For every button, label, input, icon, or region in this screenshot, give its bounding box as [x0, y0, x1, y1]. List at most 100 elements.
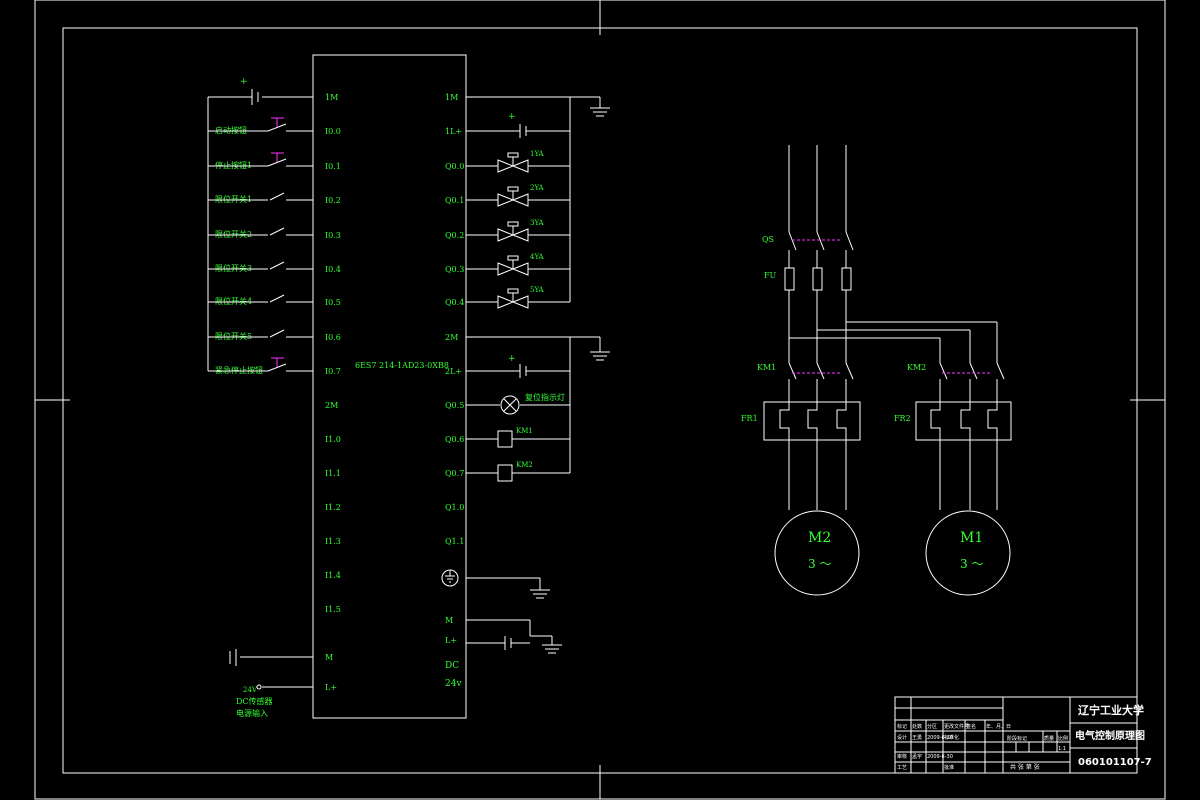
switch-blade: [269, 261, 285, 270]
input-label: 紧急停止按钮: [215, 365, 263, 375]
plc-left-terminal: I1.1: [325, 469, 341, 478]
lamp-icon: [500, 395, 520, 415]
drawing-title: 电气控制原理图: [1075, 729, 1145, 742]
input-label: 限位开关1: [215, 194, 252, 204]
solenoid-valve-icon: [497, 193, 529, 207]
input-label: 限位开关3: [215, 263, 252, 273]
plc-left-terminal: I0.1: [325, 162, 341, 171]
plc-model: 6ES7 214-1AD23-0XB8: [355, 361, 449, 370]
input-label: 停止按钮1: [215, 160, 252, 170]
output-plus-sign-2: +: [508, 354, 516, 364]
inner-frame: [62, 27, 1138, 774]
plc-left-terminal: 1M: [325, 93, 338, 102]
motor-m2-phase: 3 ～: [808, 557, 831, 571]
qs-blade: [816, 231, 825, 251]
valve-label: 4YA: [530, 253, 545, 261]
contactor-blade: [816, 362, 825, 380]
fuse-icon: [812, 267, 823, 291]
coil-icon: [497, 464, 513, 482]
solenoid-valve-icon: [497, 228, 529, 242]
plc-right-terminal: Q1.0: [445, 503, 464, 512]
contactor-blade: [939, 362, 948, 380]
heater-element: [930, 400, 941, 442]
valve-actuator: [507, 255, 519, 261]
plc-left-terminals: 1MI0.0I0.1I0.2I0.3I0.4I0.5I0.6I0.72MI1.0…: [325, 93, 341, 692]
plc-right-terminal: Q0.7: [445, 469, 464, 478]
tb-signer: 王勇: [912, 734, 922, 741]
plc-right-terminal: M: [445, 616, 453, 625]
valve-label: 5YA: [530, 286, 545, 294]
plc-right-terminal: 1L+: [445, 127, 462, 136]
valve-label: 2YA: [530, 184, 545, 192]
pushbutton-actuator: [271, 357, 284, 367]
tb-date: 2009-6-30: [927, 735, 953, 741]
fr2-label: FR2: [894, 414, 911, 423]
heater-element: [807, 400, 818, 442]
input-plus-sign: +: [240, 77, 248, 87]
dc-voltage: 24v: [445, 679, 462, 689]
contactor-blade: [845, 362, 854, 380]
valve-actuator: [507, 152, 519, 158]
tb-col-label: 更改文件号: [944, 723, 969, 730]
switch-blade: [269, 294, 285, 303]
overload-relay: [763, 401, 861, 441]
drawing-number: 060101107-7: [1078, 757, 1152, 768]
motor-m1-icon: [925, 510, 1011, 596]
input-label: 限位开关5: [215, 331, 252, 341]
plc-left-terminal: I0.5: [325, 298, 341, 307]
tb-std-label: 批准: [944, 764, 954, 771]
power-circuit: [763, 145, 1012, 596]
sensor-label-2: 电源输入: [236, 708, 268, 718]
tb-std-label: 标准化: [944, 734, 959, 741]
plc-left-terminal: I0.2: [325, 196, 341, 205]
tb-col-label: 分区: [927, 723, 937, 730]
plc-right-terminal: Q0.4: [445, 298, 464, 307]
km1-power-label: KM1: [757, 363, 776, 372]
plc-right-terminal: Q0.5: [445, 401, 464, 410]
heater-element: [779, 400, 790, 442]
plc-right-terminal: Q0.6: [445, 435, 464, 444]
weight-label: 质量: [1044, 735, 1054, 742]
valve-label: 3YA: [530, 219, 545, 227]
ratio-label: 比例: [1058, 735, 1068, 742]
qs-label: QS: [762, 235, 774, 244]
dc-label: DC: [445, 661, 459, 671]
earth-symbol: [445, 570, 455, 583]
plc-left-terminal: I1.2: [325, 503, 341, 512]
school-name: 辽宁工业大学: [1078, 703, 1144, 717]
heater-element: [987, 400, 998, 442]
valve-label: 1YA: [530, 150, 545, 158]
solenoid-valve-icon: [497, 262, 529, 276]
tb-signer: 孟宇: [912, 753, 922, 760]
switch-blade: [269, 227, 285, 236]
title-block-cells: 标记设计审核工艺处数分区更改文件号签名年、月、日王勇孟宇2009-6-30200…: [897, 723, 1011, 771]
switch-blade: [267, 363, 287, 372]
plc-right-terminal: L+: [445, 636, 457, 645]
plc-left-terminal: L+: [325, 683, 337, 692]
fu-label: FU: [764, 271, 777, 280]
coil-label: KM2: [516, 461, 533, 469]
overload-relay: [915, 401, 1012, 441]
plc-right-terminal: Q0.1: [445, 196, 464, 205]
input-label: 限位开关2: [215, 229, 252, 239]
tb-col-label: 处数: [912, 723, 922, 730]
plc-module: [312, 54, 467, 719]
plc-right-terminal: 2M: [445, 333, 458, 342]
contactor-blade: [969, 362, 978, 380]
fuse-icon: [784, 267, 795, 291]
plc-right-terminals: 1M1L+Q0.0Q0.1Q0.2Q0.3Q0.42M2L+Q0.5Q0.6Q0…: [445, 93, 464, 645]
heater-element: [836, 400, 847, 442]
motor-m2-icon: [774, 510, 860, 596]
coil-icon: [497, 430, 513, 448]
plc-left-terminal: I0.0: [325, 127, 341, 136]
plc-left-terminal: I1.3: [325, 537, 341, 546]
switch-blade: [267, 123, 287, 132]
plc-left-terminal: I0.4: [325, 265, 341, 274]
sensor-label-1: DC传感器: [236, 696, 273, 706]
tb-row-label: 审核: [897, 753, 907, 760]
valve-actuator: [507, 186, 519, 192]
solenoid-valve-icon: [497, 159, 529, 173]
input-label: 启动按钮: [215, 125, 247, 135]
